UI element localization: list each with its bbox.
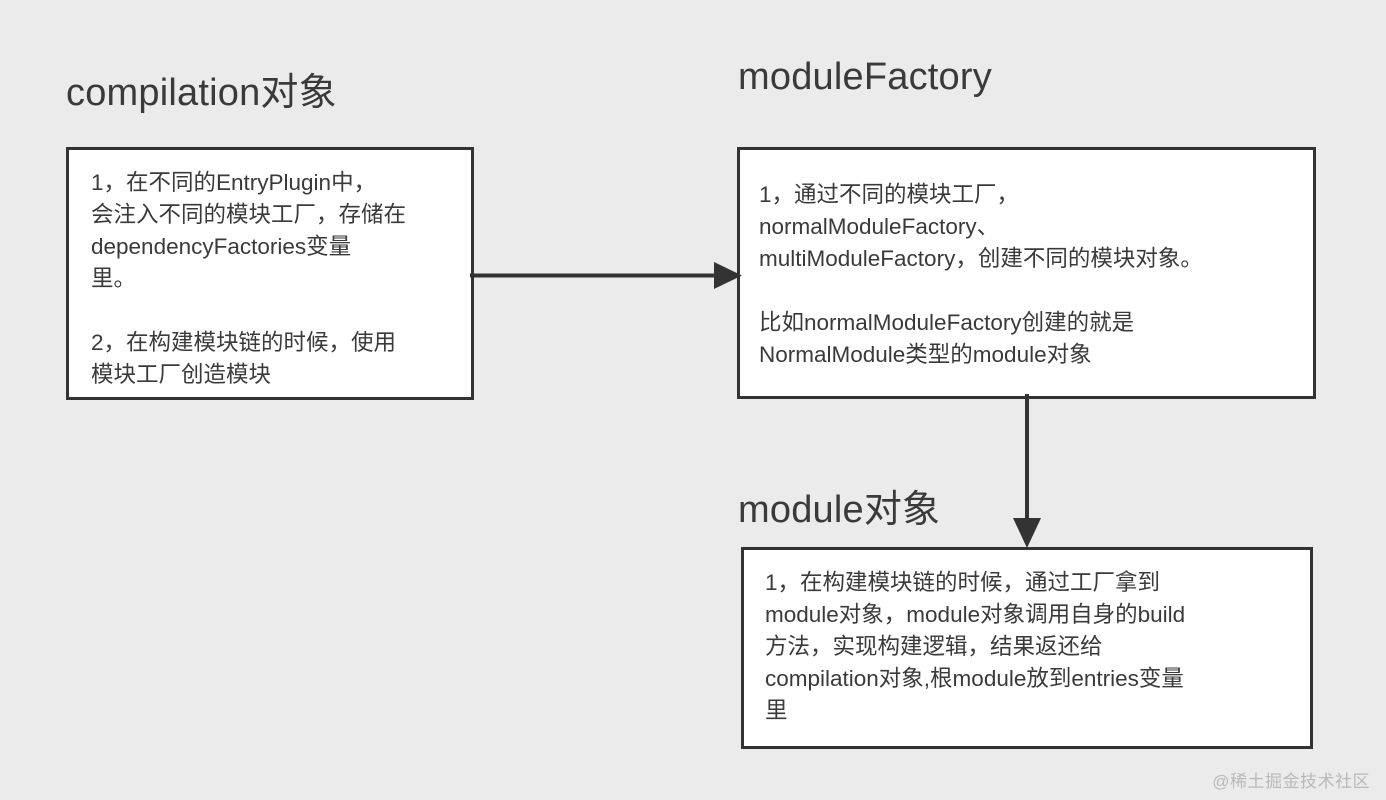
node-box-compilation: 1，在不同的EntryPlugin中， 会注入不同的模块工厂，存储在 depen…	[66, 147, 474, 400]
node-body-module: 1，在构建模块链的时候，通过工厂拿到 module对象，module对象调用自身…	[765, 570, 1186, 723]
node-box-module: 1，在构建模块链的时候，通过工厂拿到 module对象，module对象调用自身…	[741, 547, 1313, 749]
node-body-modulefactory: 1，通过不同的模块工厂， normalModuleFactory、 multiM…	[759, 182, 1203, 367]
node-title-modulefactory: moduleFactory	[738, 56, 992, 98]
node-body-compilation: 1，在不同的EntryPlugin中， 会注入不同的模块工厂，存储在 depen…	[91, 170, 407, 387]
arrow-modulefactory-to-module-icon	[1013, 394, 1041, 548]
node-title-compilation: compilation对象	[66, 72, 337, 114]
node-box-modulefactory: 1，通过不同的模块工厂， normalModuleFactory、 multiM…	[737, 147, 1316, 399]
node-title-module: module对象	[738, 489, 941, 531]
watermark: @稀土掘金技术社区	[1212, 772, 1370, 791]
arrow-compilation-to-modulefactory-icon	[470, 262, 742, 289]
